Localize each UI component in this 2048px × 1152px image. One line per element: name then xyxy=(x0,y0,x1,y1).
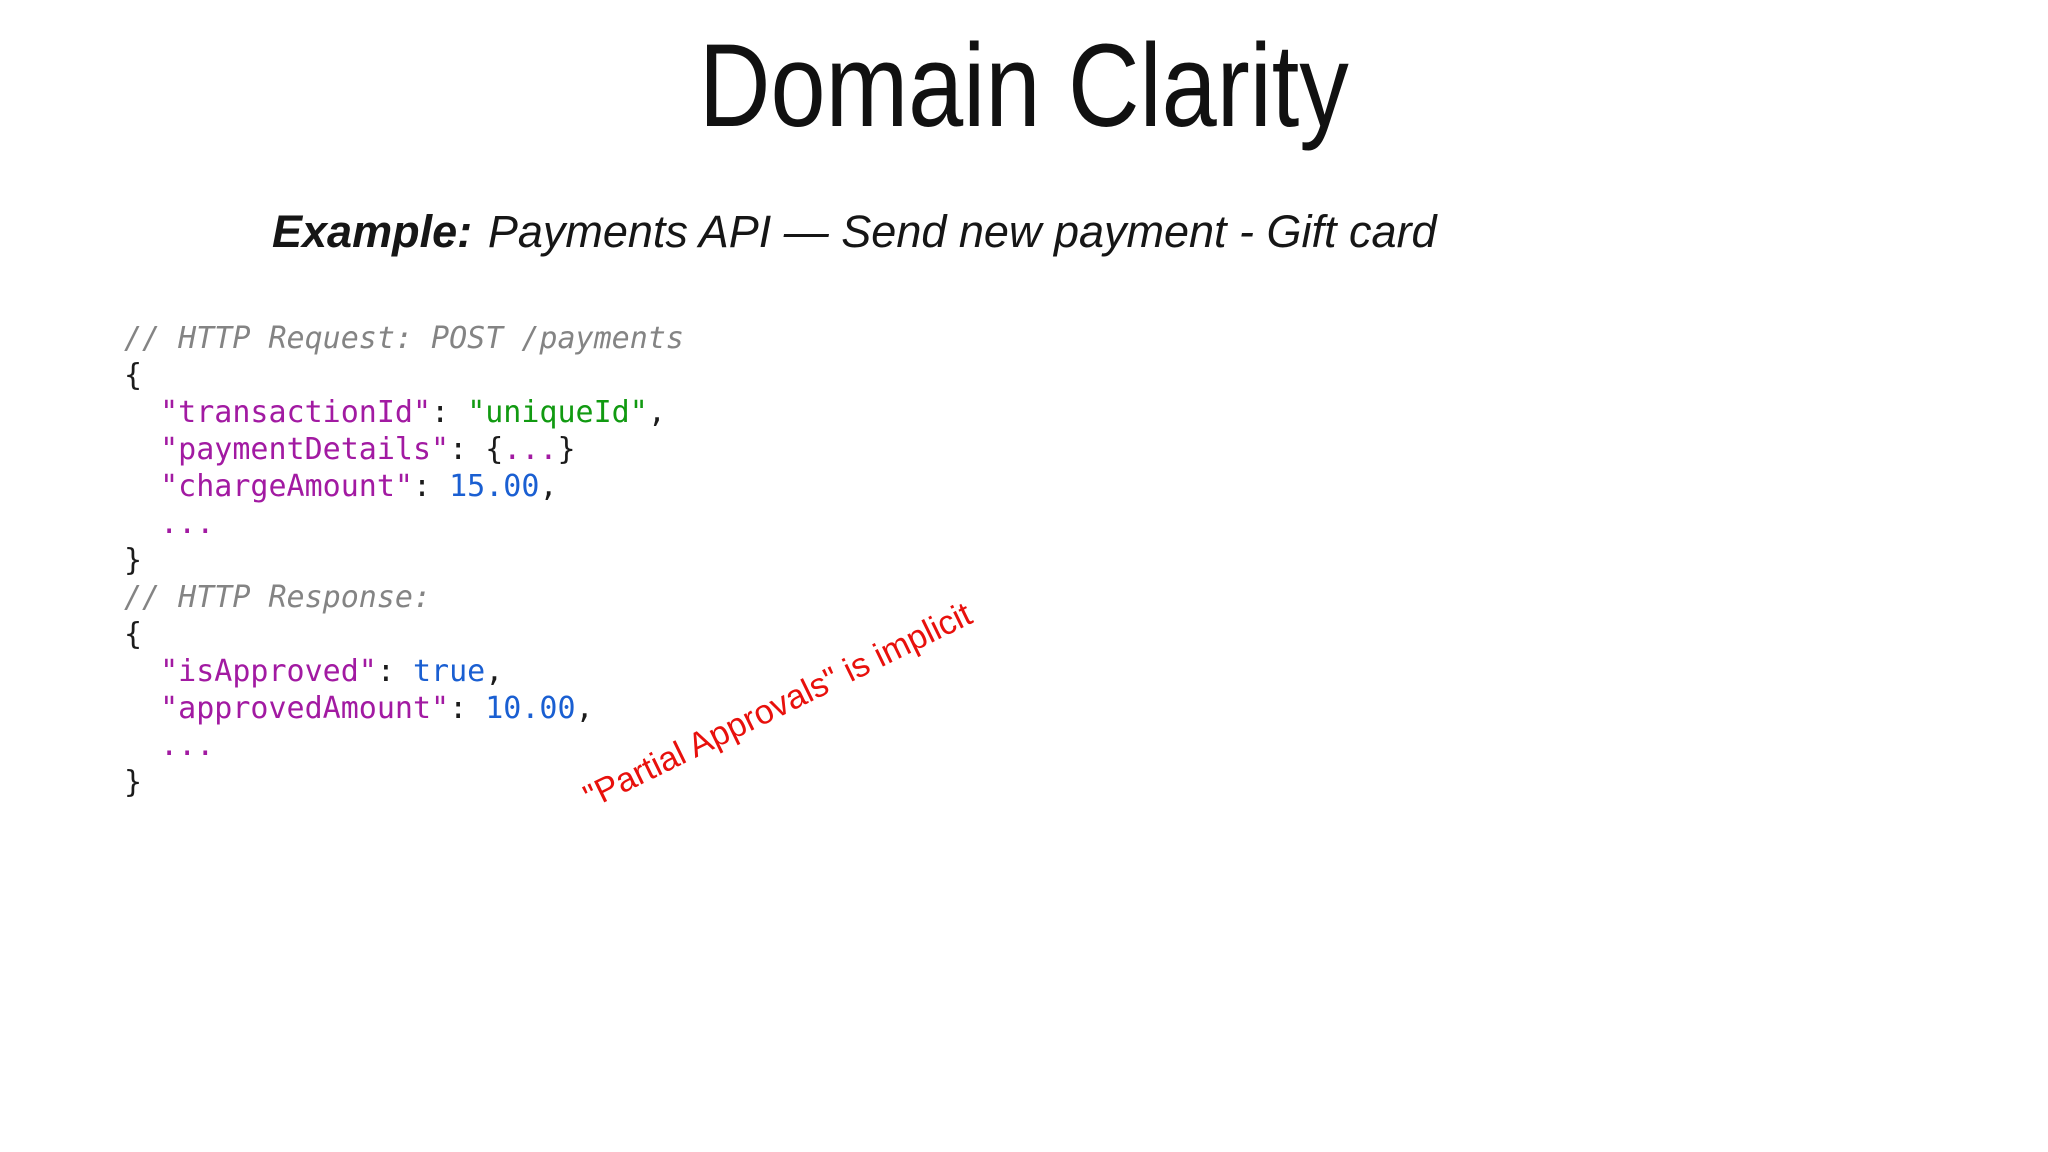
code-token: , xyxy=(575,691,594,726)
code-token: 15.00 xyxy=(449,469,540,504)
code-token: "chargeAmount" xyxy=(160,469,413,504)
code-token: // HTTP Request: POST /payments xyxy=(124,321,684,356)
code-token: : xyxy=(413,469,450,504)
code-token: "approvedAmount" xyxy=(160,691,450,726)
code-token: } xyxy=(124,765,143,800)
code-token: ... xyxy=(160,728,215,763)
code-token: { xyxy=(124,617,143,652)
code-line: // HTTP Response: xyxy=(124,579,684,616)
code-token: ... xyxy=(503,432,558,467)
code-line: // HTTP Request: POST /payments xyxy=(124,320,684,357)
code-token: "uniqueId" xyxy=(467,395,648,430)
code-token xyxy=(124,728,160,763)
code-line: ... xyxy=(124,505,684,542)
slide-title: Domain Clarity xyxy=(0,20,2048,152)
code-line: "isApproved": true, xyxy=(124,653,684,690)
slide-subtitle: Example: Payments API — Send new payment … xyxy=(272,204,1437,260)
code-token: true xyxy=(413,654,486,689)
code-token xyxy=(124,469,160,504)
code-line: } xyxy=(124,542,684,579)
code-line: "chargeAmount": 15.00, xyxy=(124,468,684,505)
code-token: "transactionId" xyxy=(160,395,432,430)
code-token: "isApproved" xyxy=(160,654,377,689)
code-token: { xyxy=(124,358,143,393)
code-line: "approvedAmount": 10.00, xyxy=(124,690,684,727)
code-token: : { xyxy=(449,432,504,467)
slide-title-text: Domain Clarity xyxy=(699,20,1349,152)
code-line: { xyxy=(124,616,684,653)
code-token: , xyxy=(485,654,504,689)
code-token: 10.00 xyxy=(485,691,576,726)
code-token xyxy=(124,506,160,541)
code-token xyxy=(124,654,160,689)
subtitle-description: Payments API — Send new payment - Gift c… xyxy=(487,206,1437,257)
code-token xyxy=(124,395,160,430)
code-token: ... xyxy=(160,506,215,541)
code-token: "paymentDetails" xyxy=(160,432,450,467)
code-line: } xyxy=(124,764,684,801)
code-line: ... xyxy=(124,727,684,764)
code-line: "paymentDetails": {...} xyxy=(124,431,684,468)
code-token: : xyxy=(431,395,468,430)
code-token xyxy=(124,432,160,467)
code-block: // HTTP Request: POST /payments{ "transa… xyxy=(124,320,684,801)
subtitle-example-label: Example: xyxy=(272,206,473,257)
code-token: } xyxy=(124,543,143,578)
code-token xyxy=(124,691,160,726)
code-token: : xyxy=(449,691,486,726)
code-token: , xyxy=(647,395,666,430)
code-token: , xyxy=(539,469,558,504)
code-line: { xyxy=(124,357,684,394)
code-line: "transactionId": "uniqueId", xyxy=(124,394,684,431)
code-token: // HTTP Response: xyxy=(124,580,432,615)
code-token: : xyxy=(376,654,413,689)
code-token: } xyxy=(557,432,576,467)
